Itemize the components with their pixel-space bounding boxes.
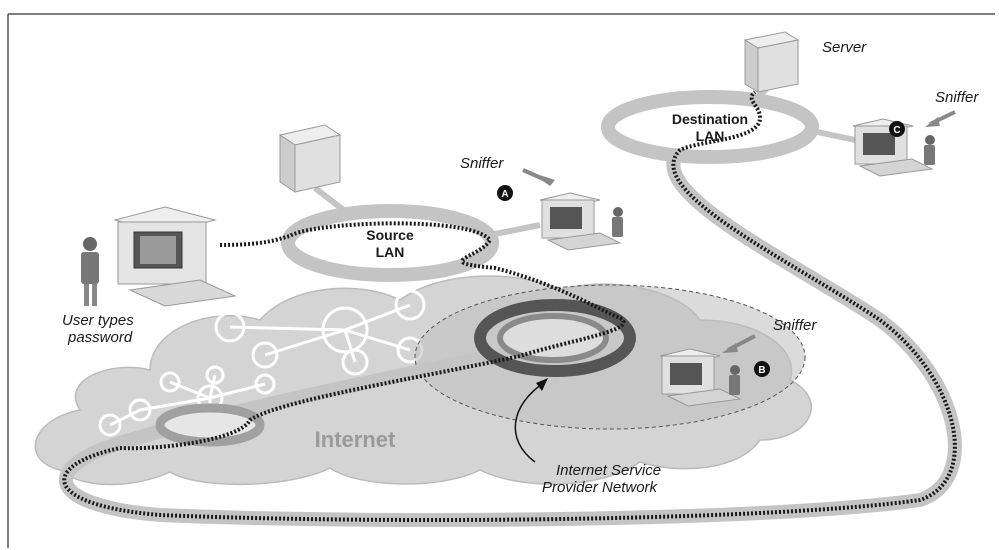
sniffer-b-computer-icon <box>659 348 742 407</box>
isp-callout-line <box>514 381 546 463</box>
badge-c-text: C <box>893 125 900 136</box>
isp-ring-inner <box>497 313 609 363</box>
sniffer-c-label: Sniffer <box>935 89 979 106</box>
user-label-line2: password <box>67 329 133 346</box>
user-person-icon <box>81 237 99 306</box>
source-lan-label-line1: Source <box>366 227 414 243</box>
password-traffic-path <box>62 90 957 522</box>
isp-ring-outer <box>474 299 636 377</box>
destination-server-icon <box>743 31 800 93</box>
frame-border <box>7 13 995 548</box>
sniffer-b-arrowhead <box>722 343 738 353</box>
source-server-icon <box>278 124 342 193</box>
sniffer-b-label: Sniffer <box>773 317 817 334</box>
isp-label-line1: Internet Service <box>556 462 661 479</box>
user-workstation-icon <box>113 206 237 307</box>
cloud-node-mesh <box>98 289 426 437</box>
isp-callout-arrowhead <box>536 378 548 391</box>
user-label-line1: User types <box>62 312 134 329</box>
isp-label-line2: Provider Network <box>542 479 659 496</box>
source-lan-ring <box>281 204 499 282</box>
destination-lan-label-line2: LAN <box>696 128 725 144</box>
destination-lan-label-line1: Destination <box>672 111 748 127</box>
sniffer-a-label: Sniffer <box>460 155 504 172</box>
sniffer-c-arrowhead <box>925 117 940 127</box>
badge-b-icon <box>754 361 770 377</box>
internet-label: Internet <box>315 427 396 452</box>
badge-c-icon <box>889 121 905 137</box>
sniffer-a-arrow-shaft <box>522 168 551 184</box>
badge-a-icon <box>497 185 513 201</box>
source-lan-label-line2: LAN <box>376 244 405 260</box>
badge-a-text: A <box>501 189 508 200</box>
destination-lan-ring <box>601 90 819 164</box>
badge-b-text: B <box>758 365 765 376</box>
server-label: Server <box>822 39 867 56</box>
sniffer-a-computer-icon <box>539 192 623 251</box>
